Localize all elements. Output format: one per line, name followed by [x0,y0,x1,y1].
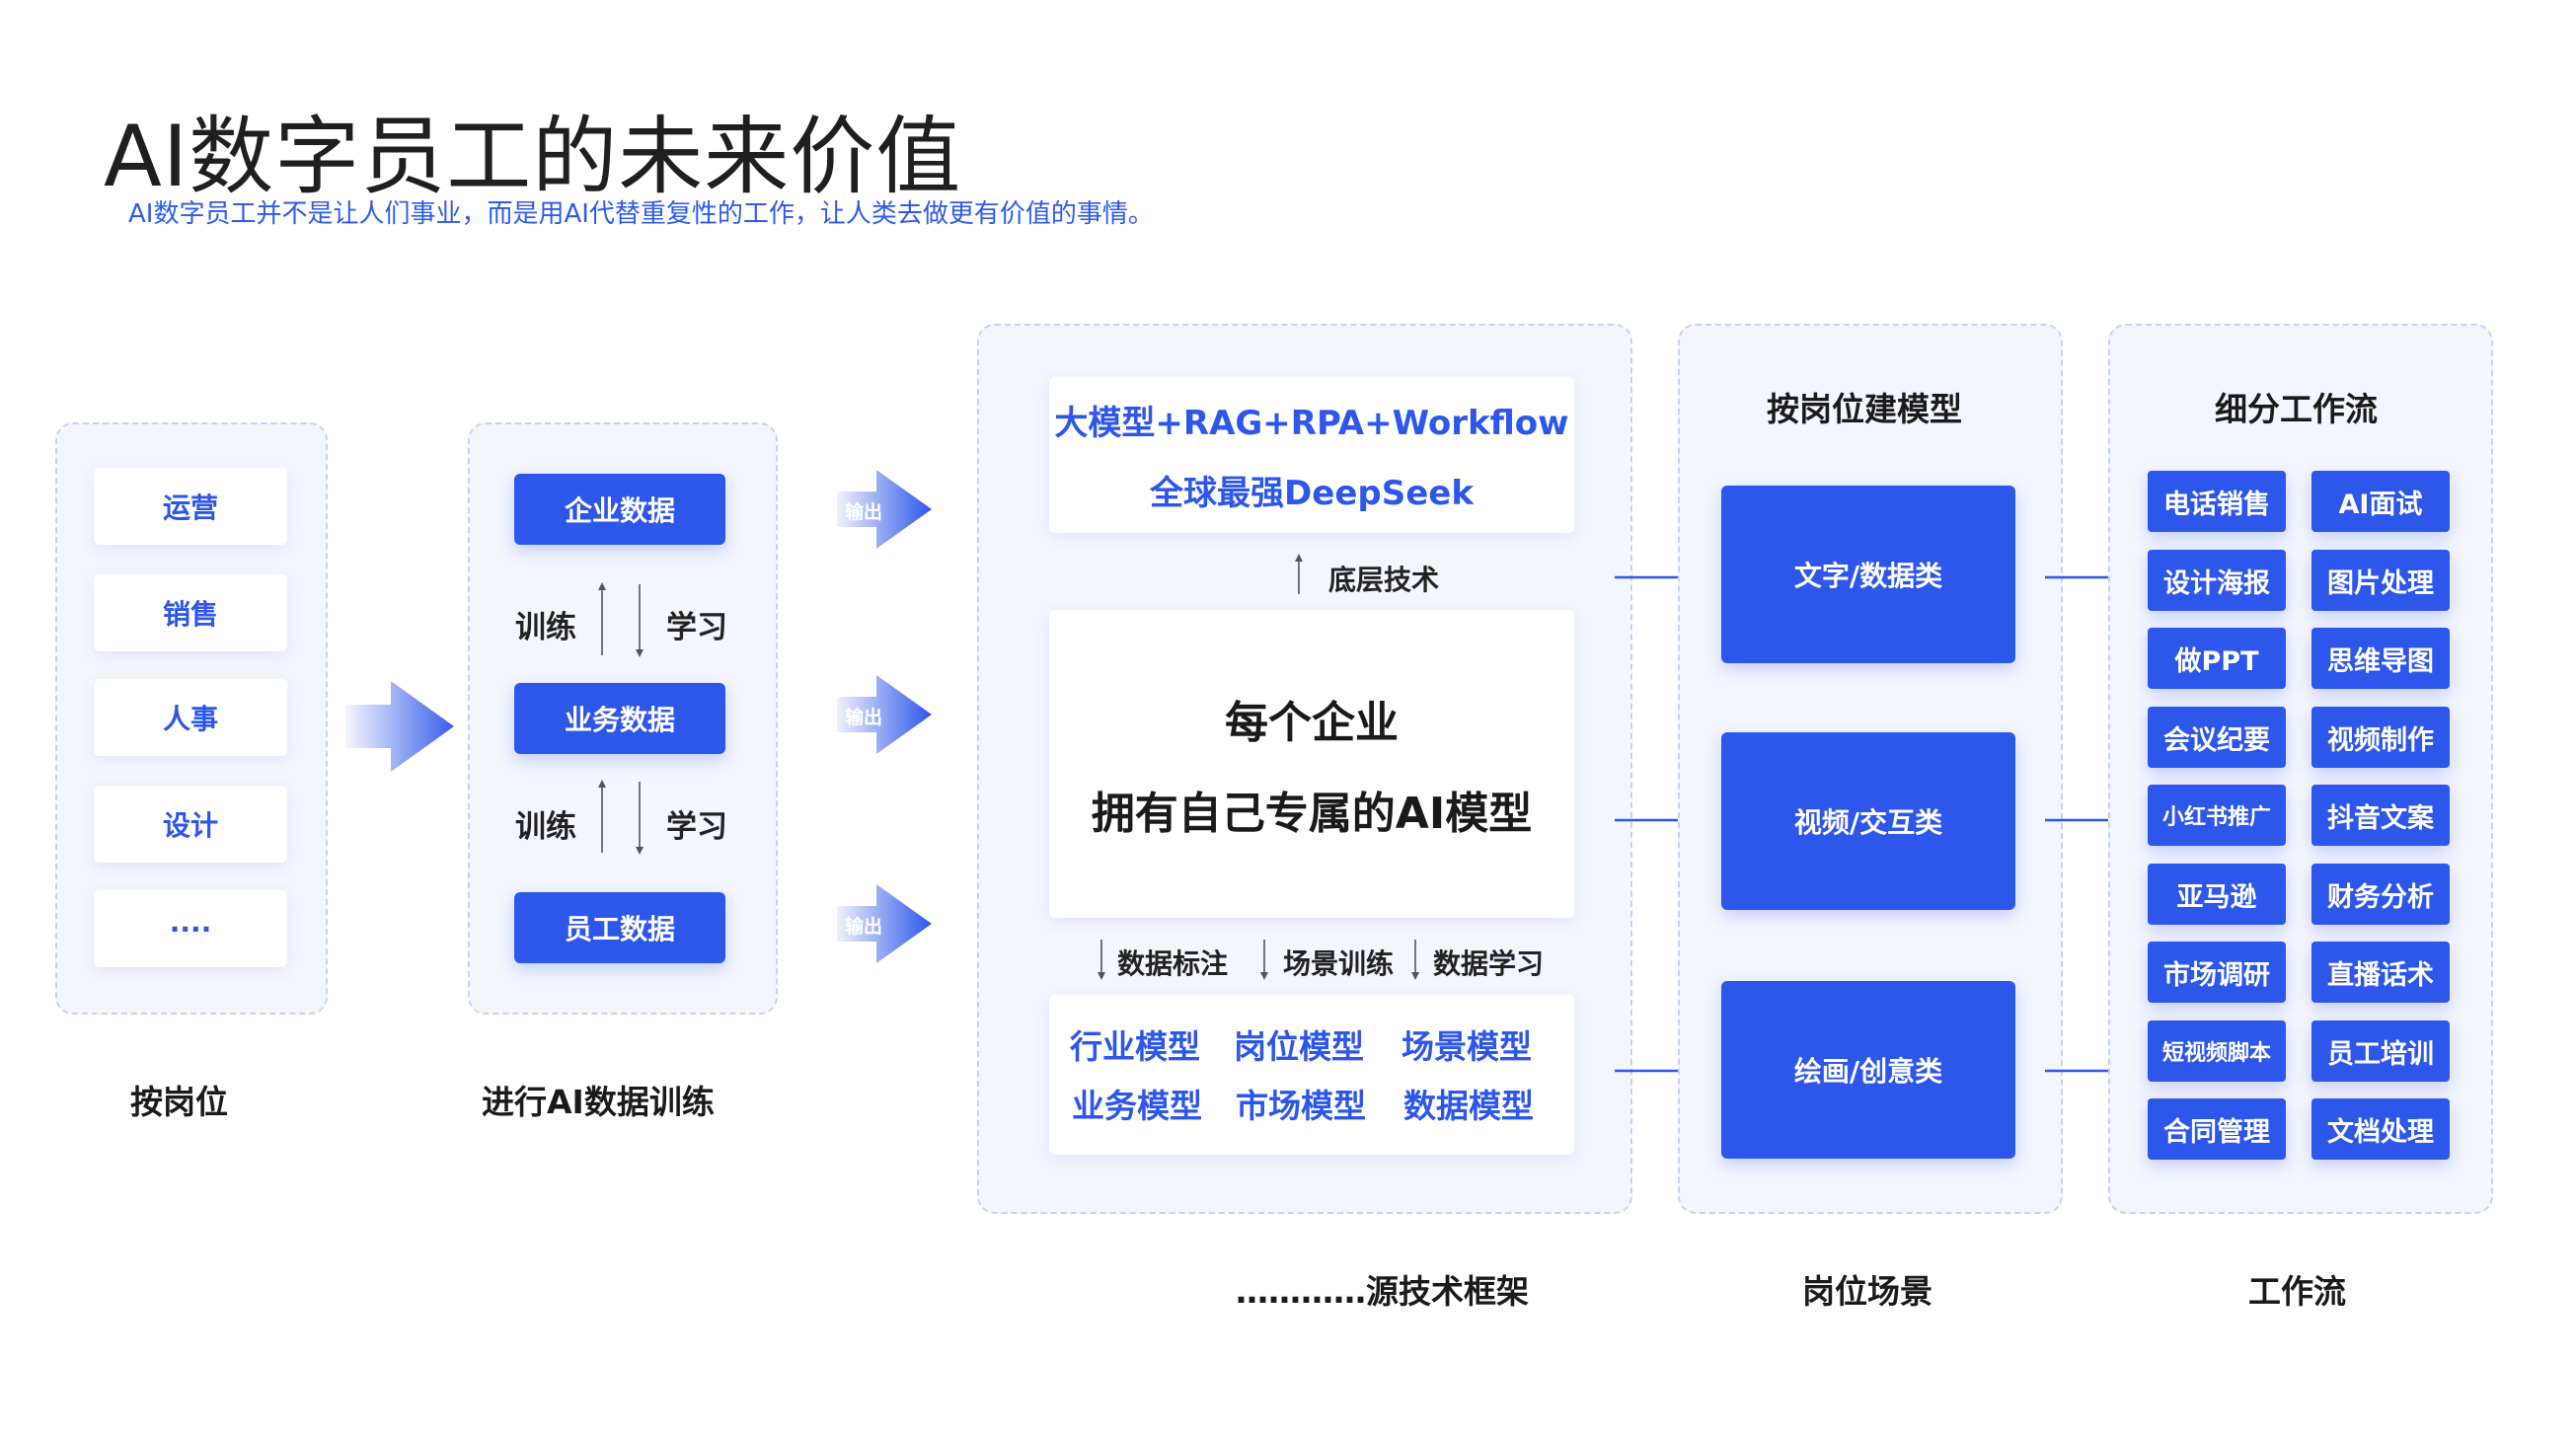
scenes-heading: 按岗位建模型 [1767,390,1962,428]
tech-caption: …………源技术框架 [1236,1272,1529,1311]
role-card: 人事 [94,679,287,756]
workflow-item: 市场调研 [2148,942,2286,1003]
page-subtitle: AI数字员工并不是让人们事业，而是用AI代替重复性的工作，让人类去做更有价值的事… [128,199,1154,229]
train-label: 训练 [515,809,576,845]
down-arrow-icon [1411,940,1419,980]
workflow-heading: 细分工作流 [2215,390,2378,428]
workflow-item: 电话销售 [2148,471,2286,532]
output-arrow-icon [837,675,932,754]
output-arrow-icon [837,470,932,549]
up-down-arrows-icon [598,780,644,855]
role-card: ···· [94,890,287,967]
workflow-caption: 工作流 [2248,1272,2346,1311]
scenes-caption: 岗位场景 [1802,1272,1932,1311]
model-name: 业务模型 [1072,1087,1202,1125]
scene-box-video: 视频/交互类 [1721,732,2015,910]
workflow-item: 思维导图 [2311,628,2450,689]
tech-stack-card: 大模型+RAG+RPA+Workflow 全球最强DeepSeek [1049,377,1574,533]
output-label: 输出 [845,501,883,523]
up-down-arrows-icon [598,582,644,657]
step-label: 数据学习 [1433,947,1545,980]
workflow-item: 亚马逊 [2148,864,2286,925]
workflow-item: 视频制作 [2311,707,2450,768]
workflow-item: 做PPT [2148,628,2286,689]
roles-caption: 按岗位 [130,1083,228,1121]
step-label: 数据标注 [1117,947,1229,980]
down-arrow-icon [1098,940,1105,980]
output-arrow-icon [837,884,932,963]
exclusive-model-card: 每个企业 拥有自己专属的AI模型 [1049,610,1574,918]
output-label: 输出 [845,916,883,938]
employee-data-box: 员工数据 [514,892,725,963]
down-arrow-icon [1260,940,1268,980]
tech-stack-line: 大模型+RAG+RPA+Workflow [1054,404,1569,443]
workflow-item: 设计海报 [2148,550,2286,611]
model-name: 行业模型 [1070,1027,1200,1066]
model-name: 岗位模型 [1234,1027,1364,1066]
workflow-item: 短视频脚本 [2148,1020,2286,1082]
scene-box-text: 文字/数据类 [1721,486,2015,663]
model-name: 市场模型 [1236,1087,1366,1125]
role-card: 运营 [94,468,287,545]
center-line: 拥有自己专属的AI模型 [1091,789,1533,839]
learn-label: 学习 [666,610,727,645]
enterprise-data-box: 企业数据 [514,474,725,545]
workflow-item: 直播话术 [2311,942,2450,1003]
deepseek-line: 全球最强DeepSeek [1150,474,1474,513]
model-name: 数据模型 [1403,1087,1534,1125]
scene-box-art: 绘画/创意类 [1721,981,2015,1159]
role-card: 设计 [94,786,287,863]
step-label: 场景训练 [1283,947,1395,980]
workflow-item: 小红书推广 [2148,785,2286,846]
page-title: AI数字员工的未来价值 [104,108,962,206]
workflow-item: 财务分析 [2311,864,2450,925]
models-card [1049,995,1574,1155]
role-card: 销售 [94,574,287,651]
learn-label: 学习 [666,809,727,845]
workflow-item: 会议纪要 [2148,707,2286,768]
training-caption: 进行AI数据训练 [482,1083,715,1121]
workflow-item: 文档处理 [2311,1098,2450,1160]
workflow-item: 图片处理 [2311,550,2450,611]
output-label: 输出 [845,707,883,728]
workflow-item: AI面试 [2311,471,2450,532]
model-name: 场景模型 [1402,1027,1532,1066]
center-line: 每个企业 [1225,698,1399,748]
up-arrow-icon [1295,554,1303,594]
flow-arrow-icon [345,681,454,772]
workflow-item: 抖音文案 [2311,785,2450,846]
business-data-box: 业务数据 [514,683,725,754]
workflow-item: 员工培训 [2311,1020,2450,1082]
workflow-item: 合同管理 [2148,1098,2286,1160]
base-tech-label: 底层技术 [1328,564,1440,596]
train-label: 训练 [515,610,576,645]
